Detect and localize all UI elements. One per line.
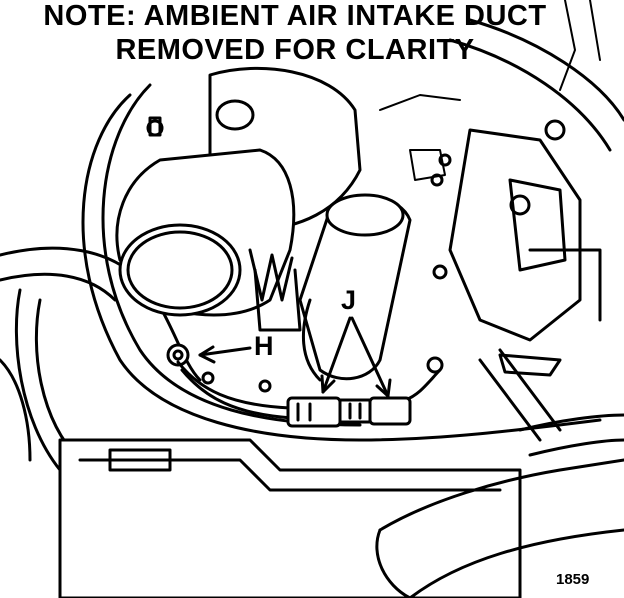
throttle-body (115, 66, 362, 332)
arrow-j-left-head (320, 374, 336, 394)
arrow-j-left-shaft (321, 316, 352, 394)
engine-base (58, 438, 522, 598)
note-heading-line-2: REMOVED FOR CLARITY (115, 34, 475, 66)
callout-label-h: H (254, 331, 274, 361)
arrow-j-right-shaft (350, 316, 390, 398)
top-detail-lines (379, 0, 601, 181)
figure-number: 1859 (556, 571, 590, 588)
intake-tube (298, 193, 412, 382)
callout-label-j: J (341, 285, 357, 315)
wiring-harness (176, 360, 442, 428)
manifold-bracket (448, 119, 602, 442)
arrow-h-head (198, 345, 216, 364)
lower-hose (375, 413, 624, 598)
note-heading-line-1: NOTE: AMBIENT AIR INTAKE DUCT (43, 0, 547, 32)
arrow-j-right-head (375, 378, 392, 398)
arrow-h-shaft (198, 346, 252, 357)
callout-arrows (198, 316, 392, 398)
